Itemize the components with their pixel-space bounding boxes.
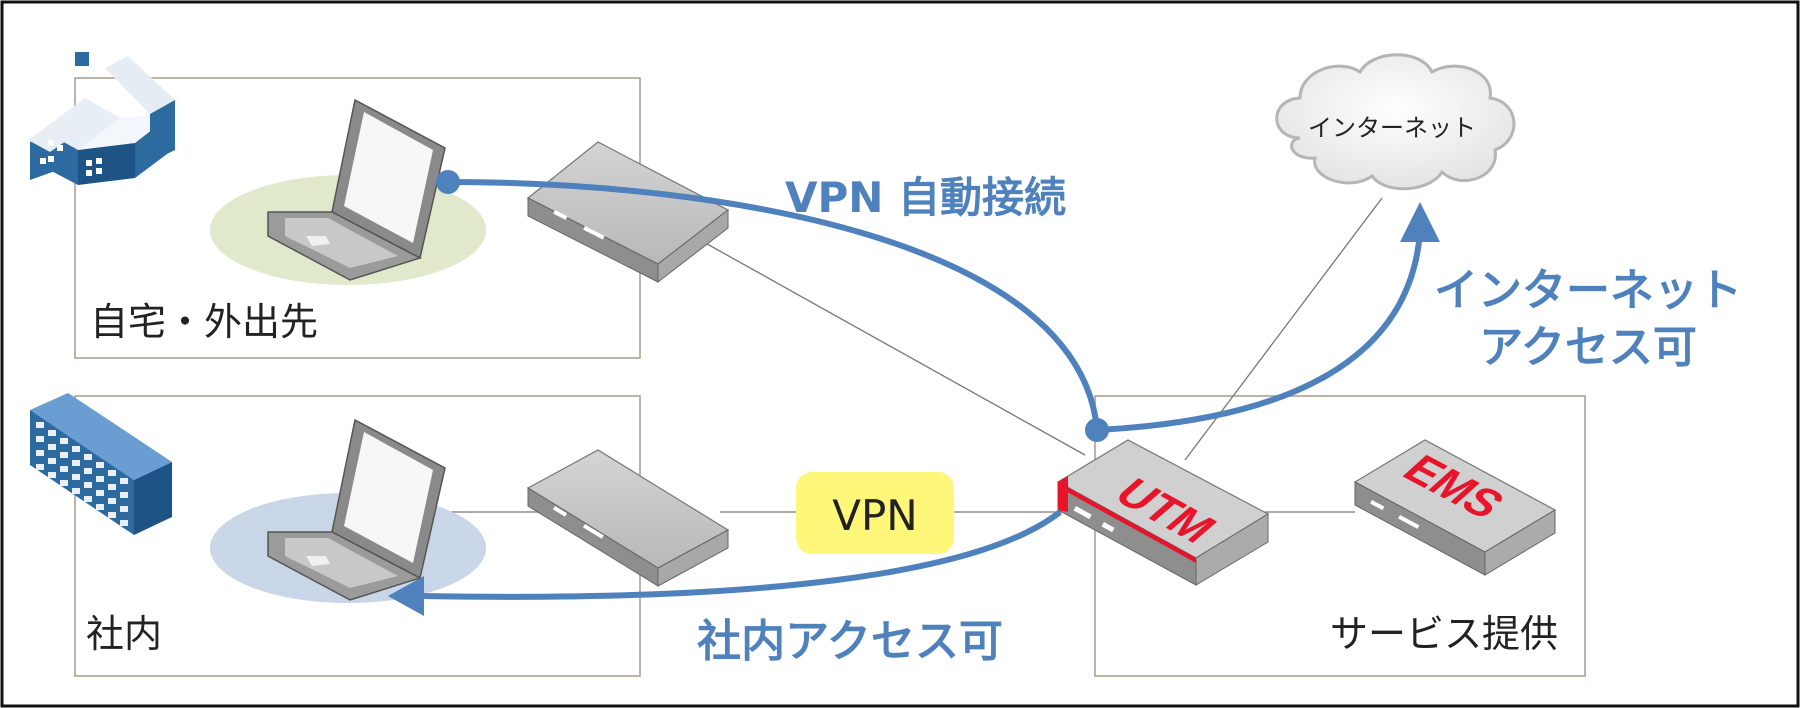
office-building-icon <box>30 393 172 535</box>
service-zone-box <box>1094 395 1586 677</box>
internet-access-arrowhead <box>1400 202 1440 242</box>
vpn-badge: VPN <box>796 472 954 554</box>
service-zone-label: サービス提供 <box>1330 612 1558 656</box>
office-router-icon <box>526 449 730 587</box>
internet-cloud-label: インターネット <box>1308 114 1476 142</box>
home-building-icon <box>28 52 175 185</box>
internet-access-label-line1: インターネット <box>1434 265 1742 316</box>
utm-device-icon: UTM <box>1056 439 1270 586</box>
home-laptop-connection-dot <box>436 170 460 194</box>
internet-cloud-icon: インターネット <box>1275 53 1516 191</box>
vpn-badge-label: VPN <box>832 491 917 540</box>
vpn-auto-connection-arc <box>447 179 1100 431</box>
office-access-label: 社内アクセス可 <box>697 616 1003 667</box>
office-access-arrowhead <box>388 576 424 616</box>
internet-access-label-line2: アクセス可 <box>1479 322 1697 373</box>
office-zone-label: 社内 <box>86 612 162 656</box>
vpn-auto-connect-label: VPN 自動接続 <box>785 173 1066 222</box>
office-access-arrow <box>421 509 1062 600</box>
ems-device-icon: EMS <box>1353 439 1557 576</box>
home-zone-label: 自宅・外出先 <box>90 300 318 344</box>
home-laptop-icon <box>267 98 446 281</box>
internet-access-arrow <box>1096 231 1423 433</box>
office-laptop-icon <box>267 418 446 601</box>
home-router-icon <box>526 141 730 284</box>
